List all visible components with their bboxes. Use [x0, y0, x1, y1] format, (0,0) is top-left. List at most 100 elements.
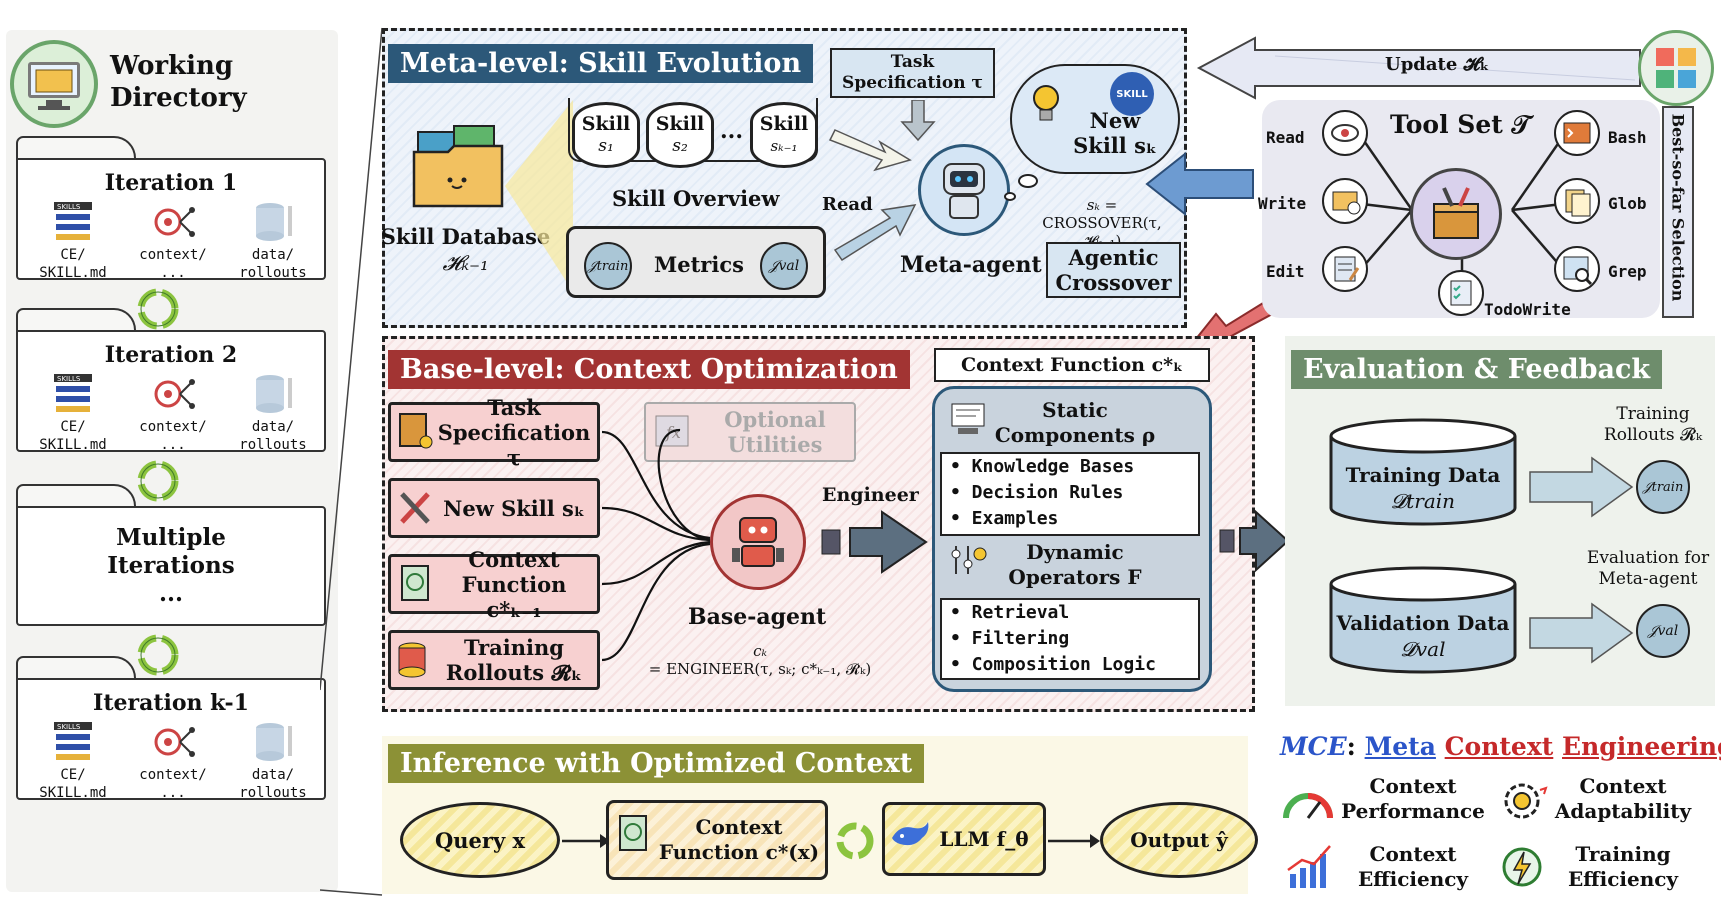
input-text: Function c*ₖ₋₁ [461, 571, 567, 622]
data-file: data/ rollouts [228, 720, 318, 802]
file-name: ... [160, 265, 186, 281]
crossover-equation: sₖ = CROSSOVER(τ, 𝓗ₖ₋₁) [1022, 196, 1182, 250]
tool-bash-label: Bash [1608, 128, 1647, 147]
validation-data-symbol: 𝓓val [1400, 637, 1446, 661]
tool-glob-label: Glob [1608, 194, 1647, 213]
iteration-tab [16, 308, 136, 330]
static-components-icon [948, 398, 988, 438]
efficiency-chart-icon [1282, 842, 1334, 892]
skill-file: SKILLS CE/ SKILL.md [28, 200, 118, 282]
evaluation-title: Evaluation & Feedback [1291, 350, 1663, 389]
dynamic-operators-label: Dynamic Operators F [990, 540, 1160, 590]
new-skill-input: New Skill sₖ [388, 478, 600, 538]
inference-title: Inference with Optimized Context [388, 744, 925, 783]
skill-dots: ... [720, 118, 743, 144]
meta-agent-robot-icon [918, 144, 1010, 236]
static-components-list: • Knowledge Bases • Decision Rules • Exa… [940, 452, 1200, 536]
update-arrow [1196, 36, 1641, 100]
bash-terminal-icon[interactable] [1554, 110, 1600, 156]
new-skill-text: Skill sₖ [1073, 133, 1157, 158]
todowrite-checklist-icon[interactable] [1438, 270, 1484, 316]
mce-abbr: MCE [1280, 732, 1347, 761]
train-out-text: Rollouts 𝓡ₖ [1603, 425, 1703, 445]
skill-db-symbol: 𝓗ₖ₋₁ [442, 251, 489, 275]
val-out-text: Evaluation for [1586, 548, 1710, 568]
training-data-label: Training Data 𝓓train [1328, 462, 1518, 514]
mce-word-engineering: Engineering [1562, 732, 1721, 761]
train-out-text: Training [1616, 404, 1690, 424]
context-doc-icon [614, 812, 654, 856]
base-agent-robot-icon [710, 494, 806, 590]
file-name: CE/ [60, 767, 86, 783]
j-val-output-circle: 𝒥val [1636, 604, 1690, 658]
meta-input-arrows [828, 100, 936, 262]
engineer-arrow [821, 510, 928, 574]
file-name: SKILL.md [39, 785, 107, 801]
grep-search-icon[interactable] [1554, 246, 1600, 292]
glob-files-icon[interactable] [1554, 178, 1600, 224]
static-text: Components ρ [994, 423, 1156, 447]
j-train-output-circle: 𝒥train [1636, 460, 1690, 514]
skill-overview-label: Skill Overview [612, 186, 780, 211]
iteration-2-card: Iteration 2 SKILLS CE/ SKILL.md context/… [16, 330, 326, 453]
database-stack-icon [396, 638, 436, 680]
prop-text: Context [1369, 842, 1457, 866]
equation-text: cₖ [753, 642, 767, 660]
input-text: Task [487, 394, 541, 420]
engineer-equation: cₖ = ENGINEER(τ, sₖ; c*ₖ₋₁, 𝓡ₖ) [640, 642, 880, 678]
database-icon [250, 720, 296, 764]
input-text: Training [464, 635, 564, 660]
new-skill-text: New [1089, 108, 1141, 133]
optional-text: Utilities [727, 432, 823, 457]
file-name: context/ [139, 247, 207, 263]
dynamic-item: • Filtering [950, 628, 1070, 649]
iteration-tab [16, 656, 136, 678]
skill-database-icon [410, 122, 510, 214]
dynamic-operators-icon [948, 540, 988, 580]
iteration-k-1-card: Iteration k-1 SKILLS CE/ SKILL.md contex… [16, 678, 326, 802]
folder-computer-icon [10, 40, 98, 128]
lightbulb-icon [1028, 82, 1064, 126]
training-data-symbol: 𝓓train [1390, 489, 1456, 513]
context-fn-text: Function c*(x) [658, 840, 820, 864]
file-name: data/ [251, 247, 295, 263]
write-folder-icon[interactable] [1322, 178, 1368, 224]
edit-document-icon[interactable] [1322, 246, 1368, 292]
file-name: rollouts [239, 437, 307, 453]
validation-data-cylinder [1328, 566, 1518, 676]
engineer-label: Engineer [822, 484, 919, 506]
training-rollouts-label: Training Rollouts 𝓡ₖ [1588, 404, 1718, 446]
dynamic-item: • Retrieval [950, 602, 1070, 623]
spotlight [505, 100, 573, 292]
input-curves [601, 428, 711, 662]
query-arrow [562, 834, 610, 848]
val-out-text: Meta-agent [1598, 569, 1698, 589]
input-text: Specification τ [437, 419, 591, 470]
cycle-icon [133, 284, 183, 334]
validation-data-label: Validation Data 𝓓val [1328, 610, 1518, 662]
selection-grid-icon [1638, 30, 1714, 106]
mce-prop-adaptability: Context Adaptability [1548, 774, 1698, 824]
static-text: Static [1042, 398, 1108, 422]
task-spec-box: Task Specification τ [830, 48, 995, 98]
gauge-icon [1282, 782, 1334, 824]
meta-agent-label: Meta-agent [900, 252, 1042, 278]
best-so-far-bar [1662, 106, 1694, 318]
multiple-text: Iterations [107, 552, 235, 579]
cycle-icon [133, 630, 183, 680]
read-eye-icon[interactable] [1322, 110, 1368, 156]
toolset-title: Tool Set 𝒯 [1390, 110, 1531, 139]
equation-text: = ENGINEER(τ, sₖ; c*ₖ₋₁, 𝓡ₖ) [648, 660, 872, 678]
iteration-tab [16, 484, 136, 506]
network-icon [150, 200, 196, 244]
skill-cylinder: Skill s₁ [572, 102, 640, 168]
context-doc-icon [396, 562, 434, 604]
input-text: Rollouts 𝓡ₖ [445, 660, 583, 685]
input-text: Context [468, 546, 560, 572]
dynamic-operators-list: • Retrieval • Filtering • Composition Lo… [940, 598, 1200, 680]
cycle-icon [832, 818, 878, 864]
iteration-label: Iteration 2 [104, 342, 238, 368]
skill-db-name: Skill Database [380, 224, 551, 249]
prop-text: Adaptability [1554, 799, 1692, 823]
file-name: data/ [251, 767, 295, 783]
